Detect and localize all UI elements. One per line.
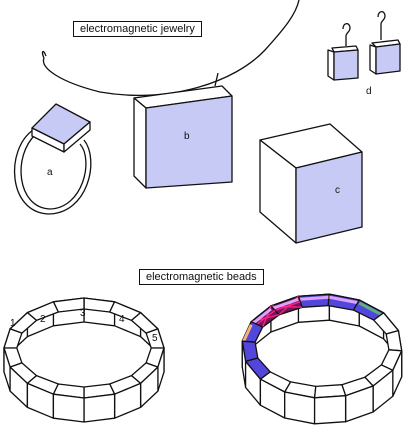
label-c: c [335, 185, 340, 196]
bead-right-stripe [329, 295, 360, 305]
bead-right-stripe [358, 301, 385, 318]
label-d: d [366, 86, 372, 97]
bead-right-stripe [250, 307, 272, 326]
bead-number-1: 1 [10, 318, 16, 329]
cube-c [259, 123, 363, 244]
bead-right-backtop-7 [385, 329, 403, 352]
bead-left-side-15 [52, 393, 85, 423]
bead-right-stripe [270, 297, 299, 311]
earring-d-right [369, 10, 401, 75]
bracelet-colored [240, 293, 403, 425]
necklace-chain-left [41, 50, 47, 59]
bead-number-2: 2 [40, 314, 46, 325]
label-b: b [184, 131, 190, 142]
beads-section-title: electromagnetic beads [139, 269, 264, 285]
earring-d-left [327, 22, 359, 81]
bead-right-side-15 [313, 395, 347, 425]
bead-left-side-14 [83, 393, 116, 423]
ring-a-gem-right [63, 121, 91, 153]
cube-c-face [295, 151, 363, 244]
ring-a-band-inner [20, 133, 87, 210]
necklace-chain [42, 0, 300, 96]
bracelet-numbered [3, 297, 165, 423]
jewelry-section-title: electromagnetic jewelry [73, 21, 202, 37]
bead-number-5: 5 [152, 333, 158, 344]
ring-a [13, 103, 92, 215]
bead-number-3: 3 [80, 308, 86, 319]
ring-a-band-outer [13, 129, 92, 215]
bead-right-stripe [298, 295, 330, 301]
bead-number-4: 4 [119, 314, 125, 325]
pendant-b-bail [214, 72, 219, 87]
pendant-b-side [133, 97, 147, 189]
pendant-b [133, 85, 233, 189]
bead-right-side-14 [284, 391, 316, 425]
label-a: a [47, 167, 53, 178]
pendant-b-face [145, 95, 233, 189]
